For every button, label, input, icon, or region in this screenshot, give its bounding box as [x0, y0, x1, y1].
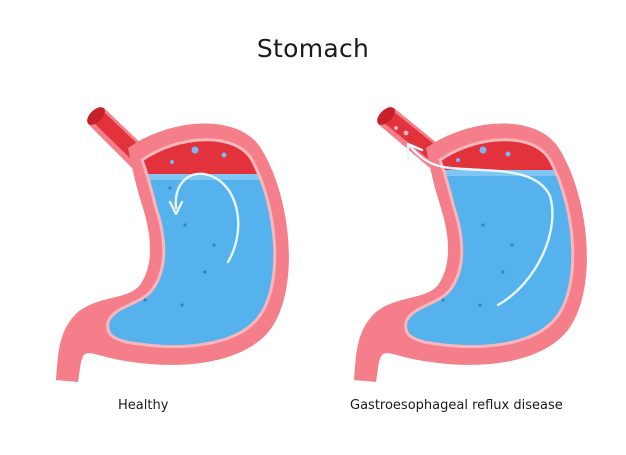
healthy-label: Healthy — [118, 398, 169, 413]
diagram-title: Stomach — [256, 34, 370, 63]
esophagus-opening — [377, 107, 395, 125]
reflux-label: Gastroesophageal reflux disease — [350, 398, 563, 413]
reflux-stomach-illustration — [354, 107, 587, 383]
esophagus-opening — [87, 107, 105, 125]
healthy-stomach-illustration — [56, 107, 289, 383]
reflux-arrow — [408, 144, 554, 307]
acid-flow-arrow — [174, 172, 240, 264]
arrow-head — [406, 142, 424, 162]
arrow-head — [168, 200, 184, 216]
